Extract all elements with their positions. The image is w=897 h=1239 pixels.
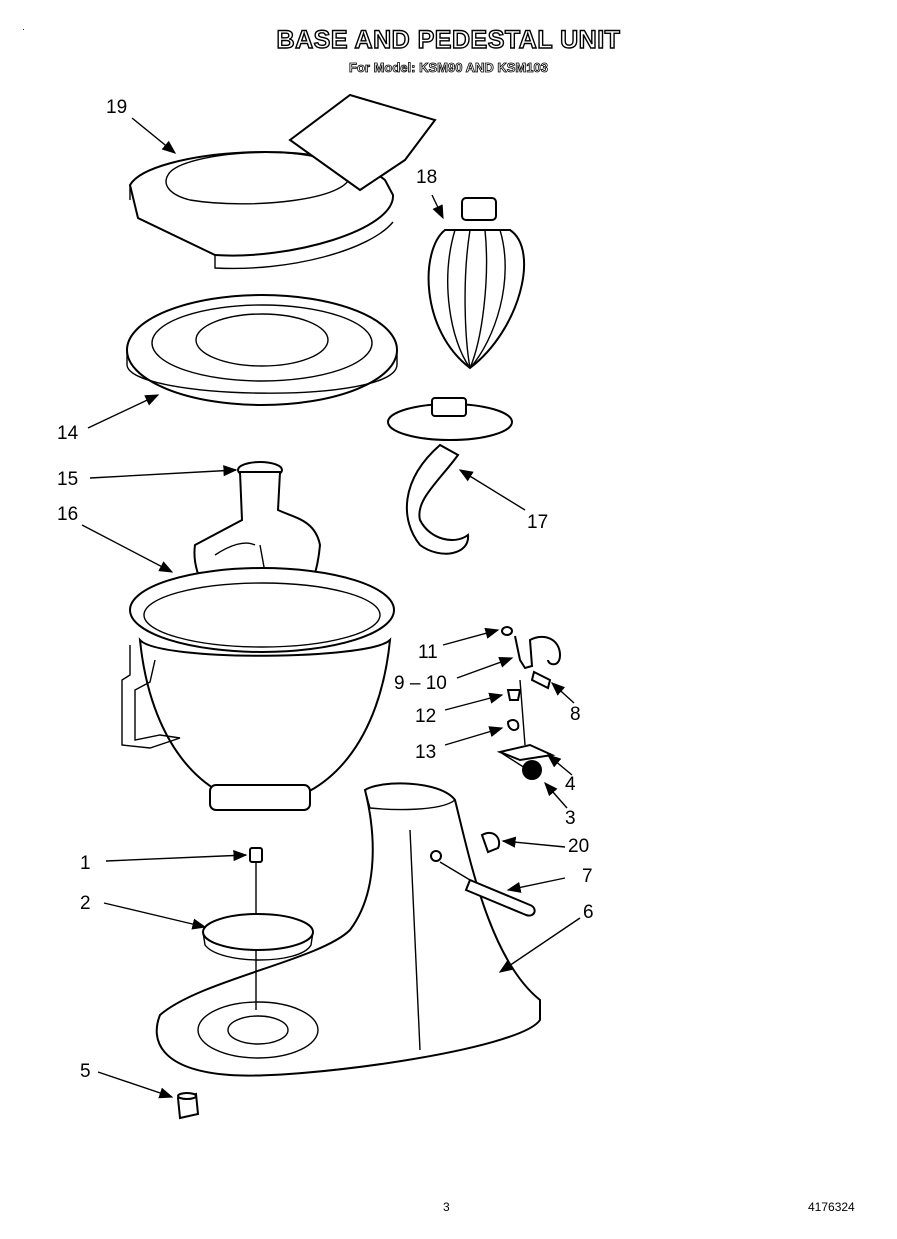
- callout-14: 14: [57, 423, 79, 444]
- callout-18: 18: [416, 167, 437, 188]
- callout-4: 4: [565, 774, 576, 795]
- leader-arrows: [81, 117, 581, 1099]
- page-number: 3: [443, 1200, 450, 1214]
- callout-2: 2: [80, 893, 91, 914]
- callout-9-10: 9 – 10: [394, 673, 447, 694]
- callout-13: 13: [415, 742, 436, 763]
- callout-20: 20: [568, 836, 589, 857]
- part-2-clamp-plate: [202, 913, 314, 1010]
- callout-1: 1: [80, 853, 91, 874]
- callout-8: 8: [570, 704, 581, 725]
- part-19-pouring-shield: [128, 93, 437, 270]
- callout-11: 11: [418, 642, 438, 663]
- part-17-dough-hook: [387, 397, 513, 555]
- diagram-title: BASE AND PEDESTAL UNIT: [276, 25, 621, 54]
- callout-5: 5: [80, 1061, 91, 1082]
- callout-6: 6: [583, 902, 594, 923]
- speed-control-assembly: [496, 626, 562, 780]
- callout-19: 19: [106, 97, 127, 118]
- callout-17: 17: [527, 512, 548, 533]
- callout-12: 12: [415, 706, 436, 727]
- part-18-wire-whip: [427, 197, 525, 370]
- callout-15: 15: [57, 469, 78, 490]
- callout-16: 16: [57, 504, 78, 525]
- scan-speck: ·: [22, 24, 25, 34]
- part-6-pedestal: [155, 782, 541, 1077]
- part-14-ring: [126, 294, 398, 406]
- callout-3: 3: [565, 808, 576, 829]
- part-7-hinge-pin: [439, 861, 536, 917]
- callout-7: 7: [582, 866, 593, 887]
- document-number: 4176324: [808, 1200, 855, 1214]
- part-5-rubber-foot: [176, 1092, 200, 1120]
- part-1-screw: [249, 847, 263, 920]
- model-subtitle: For Model: KSM90 AND KSM103: [349, 60, 549, 76]
- part-16-mixing-bowl: [121, 567, 395, 811]
